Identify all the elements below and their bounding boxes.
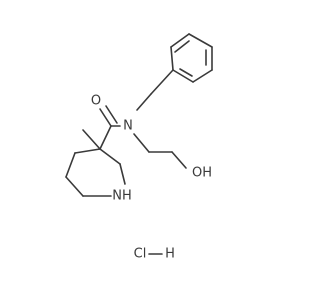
bond (74, 148, 101, 154)
carbonyl-oxygen-label: O (91, 94, 101, 109)
carbonyl-double-bond (105, 105, 118, 124)
amide-nitrogen-label: N (123, 119, 133, 134)
bond (192, 69, 213, 83)
chloride-label: Cl (134, 247, 147, 262)
bond (150, 69, 174, 95)
bond (65, 176, 84, 197)
piperidine-ring (65, 148, 126, 197)
hydroxyl-label: OH (192, 166, 212, 181)
bond (65, 152, 76, 178)
bond (133, 133, 150, 153)
bond (171, 151, 187, 169)
bond (188, 33, 213, 48)
bond (170, 46, 174, 71)
methyl-bond (82, 129, 101, 150)
bond (136, 93, 152, 111)
ring-nitrogen-label: NH (112, 189, 132, 204)
chemical-structure: O N OH NH Cl H (65, 33, 213, 262)
aromatic-double-bond (179, 68, 193, 77)
bond (119, 163, 126, 185)
bond (99, 125, 112, 150)
bond (170, 33, 190, 48)
bond (172, 69, 194, 83)
benzene-ring (170, 33, 213, 83)
aromatic-double-bond (174, 40, 190, 53)
carbonyl-double-bond (99, 108, 112, 127)
bond (99, 148, 121, 165)
hydrogen-label: H (165, 247, 175, 262)
